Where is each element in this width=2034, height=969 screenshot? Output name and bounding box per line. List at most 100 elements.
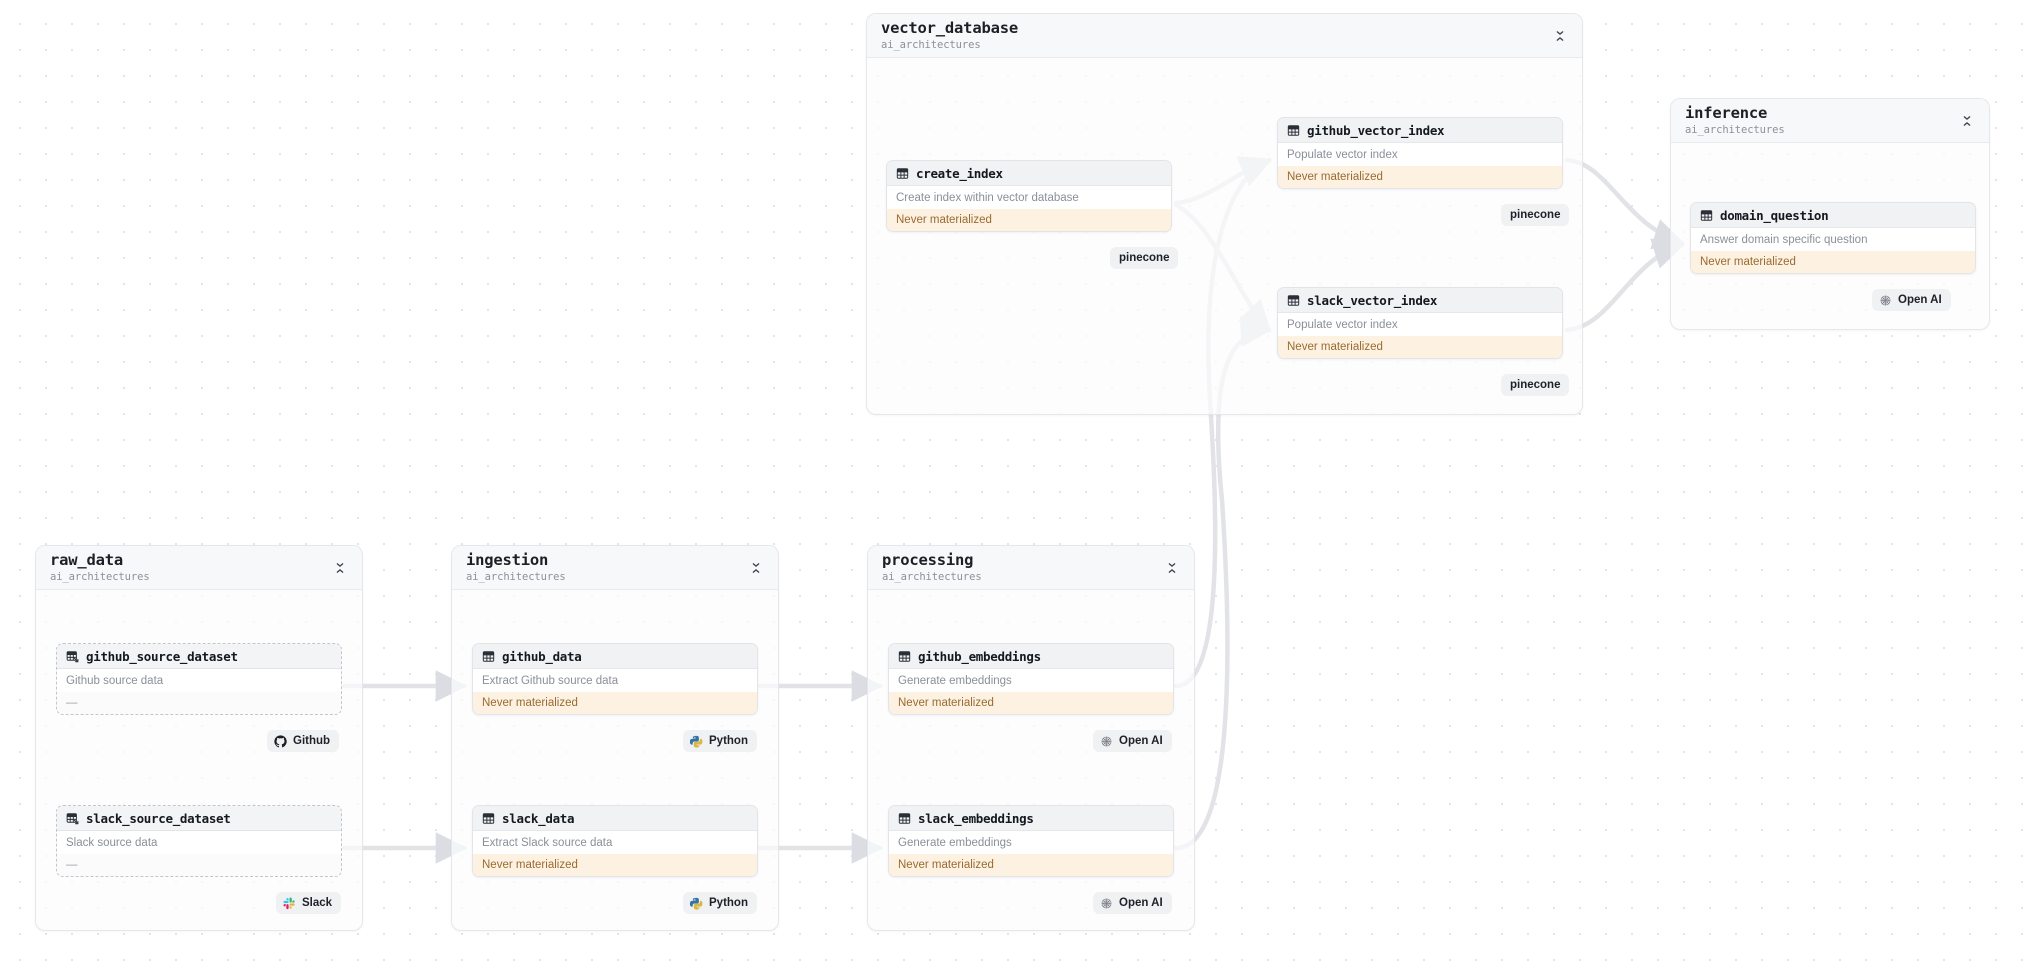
- openai-icon: [1879, 294, 1892, 307]
- kind-badge-label: Github: [293, 735, 331, 747]
- group-header[interactable]: processing ai_architectures: [868, 546, 1194, 590]
- collapse-icon[interactable]: [1959, 113, 1975, 129]
- group-header[interactable]: ingestion ai_architectures: [452, 546, 778, 590]
- group-header[interactable]: vector_database ai_architectures: [867, 14, 1582, 58]
- kind-badge-create_index[interactable]: pinecone: [1110, 247, 1179, 269]
- kind-badge-github_vector_index[interactable]: pinecone: [1501, 204, 1570, 226]
- asset-node-header[interactable]: github_embeddings: [889, 644, 1173, 669]
- asset-node-header[interactable]: github_data: [473, 644, 757, 669]
- group-name: inference: [1685, 104, 1768, 122]
- python-icon: [690, 897, 703, 910]
- asset-node-header[interactable]: domain_question: [1691, 203, 1975, 228]
- kind-badge-domain_question[interactable]: Open AI: [1872, 289, 1951, 311]
- asset-node-title: slack_data: [502, 810, 575, 826]
- asset-node-status: —: [57, 692, 341, 714]
- asset-node-title: github_embeddings: [918, 648, 1041, 664]
- group-header[interactable]: inference ai_architectures: [1671, 99, 1989, 143]
- kind-badge-github_data[interactable]: Python: [683, 730, 757, 752]
- asset-node-status: Never materialized: [889, 692, 1173, 714]
- edge-github_vector_index-to-domain_question: [1564, 157, 1685, 250]
- asset-node-title: create_index: [916, 165, 1003, 181]
- group-header[interactable]: raw_data ai_architectures: [36, 546, 362, 590]
- table-icon: [482, 650, 495, 663]
- kind-badge-label: Slack: [302, 897, 333, 909]
- kind-badge-label: pinecone: [1119, 252, 1170, 264]
- group-body: [867, 58, 1582, 414]
- asset-node-header[interactable]: slack_embeddings: [889, 806, 1173, 831]
- openai-icon: [1100, 735, 1113, 748]
- asset-node-status: Never materialized: [1278, 166, 1562, 188]
- asset-node-header[interactable]: create_index: [887, 161, 1171, 186]
- group-subtitle: ai_architectures: [1685, 123, 1785, 136]
- table-icon: [1287, 124, 1300, 137]
- group-name: raw_data: [50, 551, 124, 569]
- table-icon: [1700, 209, 1713, 222]
- group-titles: ingestion ai_architectures: [466, 552, 566, 582]
- asset-node-title: slack_embeddings: [918, 810, 1034, 826]
- kind-badge-label: Python: [709, 897, 748, 909]
- kind-badge-label: Open AI: [1119, 735, 1163, 747]
- asset-node-title: domain_question: [1720, 207, 1829, 223]
- asset-node-header[interactable]: github_vector_index: [1278, 118, 1562, 143]
- group-body: [452, 590, 778, 930]
- source-table-icon: [66, 650, 79, 663]
- table-icon: [898, 650, 911, 663]
- kind-badge-github_source_dataset[interactable]: Github: [267, 730, 340, 752]
- table-icon: [898, 812, 911, 825]
- table-icon: [482, 812, 495, 825]
- asset-node-status: Never materialized: [473, 692, 757, 714]
- asset-node-title: github_data: [502, 648, 582, 664]
- asset-node-header[interactable]: slack_data: [473, 806, 757, 831]
- kind-badge-github_embeddings[interactable]: Open AI: [1093, 730, 1172, 752]
- asset-node-header[interactable]: github_source_dataset: [57, 644, 341, 669]
- asset-node-status: —: [57, 854, 341, 876]
- collapse-icon[interactable]: [1552, 28, 1568, 44]
- group-titles: raw_data ai_architectures: [50, 551, 150, 583]
- kind-badge-slack_vector_index[interactable]: pinecone: [1501, 374, 1570, 396]
- kind-badge-label: Open AI: [1898, 294, 1942, 306]
- asset-node-title: slack_vector_index: [1307, 292, 1438, 308]
- openai-icon: [1100, 897, 1113, 910]
- kind-badge-slack_embeddings[interactable]: Open AI: [1093, 892, 1172, 914]
- asset-node-description: Create index within vector database: [887, 186, 1171, 209]
- asset-node-description: Extract Slack source data: [473, 831, 757, 854]
- asset-node-status: Never materialized: [473, 854, 757, 876]
- python-icon: [690, 735, 703, 748]
- source-table-icon: [66, 812, 79, 825]
- kind-badge-label: pinecone: [1510, 379, 1561, 391]
- asset-node-title: github_source_dataset: [86, 648, 238, 664]
- asset-node-title: slack_source_dataset: [86, 810, 231, 826]
- group-name: vector_database: [881, 19, 1018, 37]
- kind-badge-slack_data[interactable]: Python: [683, 892, 757, 914]
- group-subtitle: ai_architectures: [50, 570, 150, 583]
- group-subtitle: ai_architectures: [882, 570, 982, 583]
- asset-node-header[interactable]: slack_vector_index: [1278, 288, 1562, 313]
- asset-node-header[interactable]: slack_source_dataset: [57, 806, 341, 831]
- collapse-icon[interactable]: [332, 560, 348, 576]
- asset-node-status: Never materialized: [889, 854, 1173, 876]
- asset-node-status: Never materialized: [1691, 251, 1975, 273]
- asset-node-description: Generate embeddings: [889, 831, 1173, 854]
- table-icon: [1287, 294, 1300, 307]
- collapse-icon[interactable]: [748, 560, 764, 576]
- asset-node-title: github_vector_index: [1307, 122, 1445, 138]
- kind-badge-label: pinecone: [1510, 209, 1561, 221]
- asset-node-description: Generate embeddings: [889, 669, 1173, 692]
- group-subtitle: ai_architectures: [881, 38, 981, 51]
- kind-badge-slack_source_dataset[interactable]: Slack: [276, 892, 342, 914]
- kind-badge-label: Python: [709, 735, 748, 747]
- asset-node-description: Slack source data: [57, 831, 341, 854]
- group-name: processing: [882, 551, 974, 569]
- collapse-icon[interactable]: [1164, 560, 1180, 576]
